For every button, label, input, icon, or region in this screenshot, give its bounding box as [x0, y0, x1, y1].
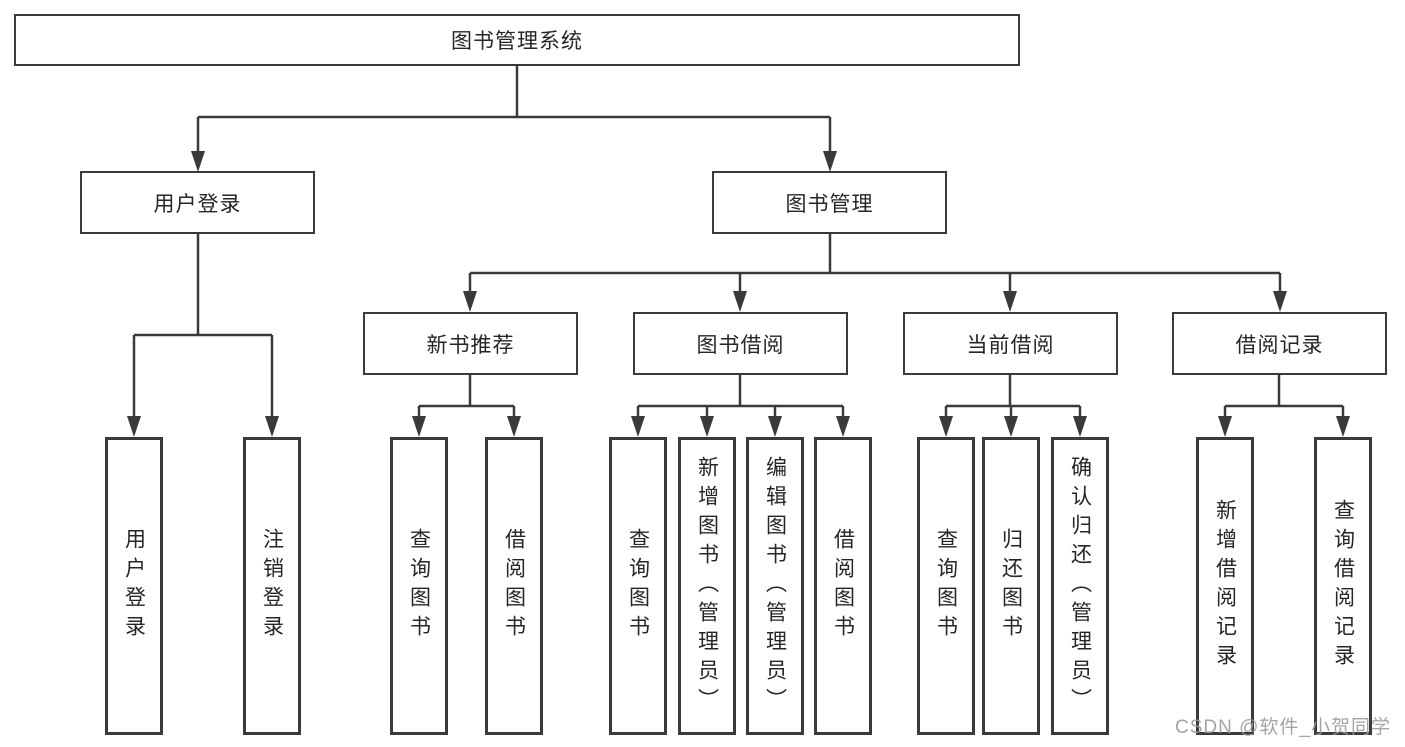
- arrowhead: [412, 416, 426, 437]
- arrowhead: [507, 416, 521, 437]
- leaf-edit-books-admin: 编辑图书（管理员）: [746, 437, 804, 735]
- node-borrow-records: 借阅记录: [1172, 312, 1387, 375]
- arrowhead: [631, 416, 645, 437]
- arrowhead: [265, 416, 279, 437]
- node-library-system: 图书管理系统: [14, 14, 1020, 66]
- arrowhead: [733, 291, 747, 312]
- arrowhead: [768, 416, 782, 437]
- arrowhead: [463, 291, 477, 312]
- node-book-borrow: 图书借阅: [633, 312, 848, 375]
- arrowhead: [700, 416, 714, 437]
- arrowhead: [1273, 291, 1287, 312]
- arrowhead: [836, 416, 850, 437]
- arrowhead: [127, 416, 141, 437]
- arrowhead: [1003, 291, 1017, 312]
- arrowhead: [1073, 416, 1087, 437]
- leaf-user-login: 用户登录: [105, 437, 163, 735]
- arrowhead: [939, 416, 953, 437]
- leaf-logout-login: 注销登录: [243, 437, 301, 735]
- csdn-watermark: CSDN @软件_小贺同学: [1175, 717, 1391, 738]
- leaf-add-books-admin: 新增图书（管理员）: [678, 437, 736, 735]
- arrowhead: [1218, 416, 1232, 437]
- arrowhead: [1336, 416, 1350, 437]
- leaf-query-borrow-record: 查询借阅记录: [1314, 437, 1372, 735]
- leaf-return-books: 归还图书: [982, 437, 1040, 735]
- leaf-query-books-recommend: 查询图书: [390, 437, 448, 735]
- arrowhead: [1004, 416, 1018, 437]
- leaf-borrow-books: 借阅图书: [814, 437, 872, 735]
- leaf-query-books-borrow: 查询图书: [609, 437, 667, 735]
- node-new-book-recommend: 新书推荐: [363, 312, 578, 375]
- arrowhead: [191, 151, 205, 172]
- leaf-confirm-return-admin: 确认归还（管理员）: [1051, 437, 1109, 735]
- node-book-management: 图书管理: [712, 171, 947, 234]
- leaf-query-books-current: 查询图书: [917, 437, 975, 735]
- leaf-borrow-books-recommend: 借阅图书: [485, 437, 543, 735]
- node-current-borrow: 当前借阅: [903, 312, 1118, 375]
- leaf-add-borrow-record: 新增借阅记录: [1196, 437, 1254, 735]
- arrowhead: [823, 151, 837, 172]
- node-user-login: 用户登录: [80, 171, 315, 234]
